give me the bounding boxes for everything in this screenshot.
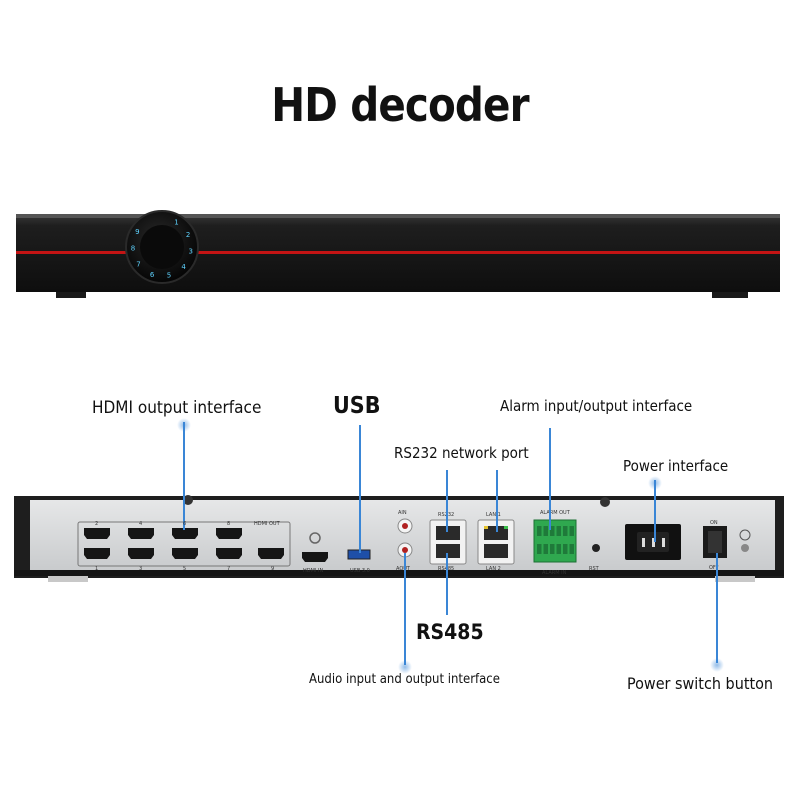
callout-hdmi-output: HDMI output interface [92, 398, 262, 418]
page-title: HD decoder [271, 78, 529, 132]
knob-number: 1 [174, 218, 178, 226]
hdmi-output-port[interactable] [172, 528, 198, 539]
knob-number: 7 [136, 261, 140, 269]
alarm-pin[interactable] [537, 526, 542, 536]
alarm-pin[interactable] [543, 544, 549, 554]
label-ain: AIN [398, 510, 407, 516]
hdmi-port-number: 4 [139, 521, 143, 527]
screw-mid [600, 497, 610, 507]
callout-power-switch: Power switch button [627, 674, 774, 693]
label-hdmi-out: HDMI OUT [254, 521, 280, 527]
alarm-pin[interactable] [569, 526, 575, 536]
knob-number: 9 [135, 228, 139, 236]
alarm-pin[interactable] [563, 544, 568, 554]
rear-foot-right [715, 576, 755, 582]
hdmi-output-port[interactable] [258, 548, 284, 559]
reset-button [592, 544, 600, 552]
leader-dot-power [648, 476, 662, 490]
alarm-pin[interactable] [556, 544, 562, 554]
hdmi-port-number: 5 [183, 566, 187, 572]
leader-hdmi [183, 422, 185, 530]
hdmi-output-ports [84, 528, 284, 559]
leader-power [654, 480, 656, 542]
hdmi-output-port[interactable] [84, 528, 110, 539]
leader-audio [404, 553, 406, 665]
hdmi-port-number: 2 [95, 521, 99, 527]
hdmi-in-port [302, 552, 328, 562]
front-top-edge [16, 214, 780, 218]
alarm-pin[interactable] [543, 526, 549, 536]
callout-rs485: RS485 [416, 620, 484, 644]
alarm-pin[interactable] [550, 544, 555, 554]
leader-lan [496, 470, 498, 532]
alarm-pin[interactable] [569, 544, 575, 554]
leader-dot-audio [398, 660, 412, 674]
leader-rs485 [446, 553, 448, 615]
knob-number: 3 [188, 248, 192, 256]
label-lan2: LAN 2 [486, 566, 501, 572]
front-foot-right [712, 292, 748, 298]
leader-dot-switch [710, 658, 724, 672]
callout-alarm: Alarm input/output interface [500, 397, 693, 415]
leader-usb [359, 425, 361, 553]
rear-foot-left [48, 576, 88, 582]
alarm-pin[interactable] [556, 526, 562, 536]
label-aout: AOUT [396, 566, 410, 572]
alarm-pin[interactable] [537, 544, 542, 554]
lan1-port [484, 526, 508, 540]
label-on: ON [710, 520, 718, 526]
knob-number: 2 [186, 231, 190, 239]
callout-audio: Audio input and output interface [309, 672, 500, 687]
front-red-stripe [16, 251, 780, 254]
hdmi-output-port[interactable] [216, 528, 242, 539]
knob-number: 4 [181, 263, 186, 271]
label-hdmi-in: HDMI IN [303, 568, 324, 574]
hdmi-port-number: 8 [227, 521, 231, 527]
front-foot-left [56, 292, 86, 298]
label-alarm-out: ALARM OUT [540, 510, 570, 516]
lan2-port [484, 544, 508, 558]
callout-power-interface: Power interface [623, 457, 729, 475]
label-alarm-in: ALARM IN [542, 570, 567, 576]
rear-view-device [14, 495, 784, 582]
hdmi-port-number: 1 [95, 566, 99, 572]
hdmi-port-number: 9 [271, 566, 275, 572]
hdmi-output-port[interactable] [84, 548, 110, 559]
ground-terminal [739, 529, 751, 541]
label-lan1: LAN 1 [486, 512, 501, 518]
hdmi-output-port[interactable] [128, 528, 154, 539]
callout-rs232: RS232 network port [394, 444, 529, 462]
label-rst: RST [589, 566, 599, 572]
leader-dot-hdmi [177, 418, 191, 432]
alarm-pin[interactable] [563, 526, 568, 536]
leader-rs232 [446, 470, 448, 532]
label-usb: USB 3.0 [350, 568, 370, 574]
leader-power-switch [716, 553, 718, 663]
hdmi-output-port[interactable] [128, 548, 154, 559]
alarm-pin[interactable] [550, 526, 555, 536]
callout-usb: USB [333, 393, 381, 419]
hdmi-output-port[interactable] [172, 548, 198, 559]
screw-left [183, 495, 193, 505]
knob-number: 6 [150, 271, 155, 279]
label-off: OFF [709, 565, 719, 571]
knob-number: 8 [131, 245, 135, 253]
leader-alarm [549, 428, 551, 530]
knob-number: 5 [167, 272, 171, 280]
hdmi-output-port[interactable] [216, 548, 242, 559]
hdmi-port-number: 7 [227, 566, 231, 572]
hdmi-port-number: 6 [183, 521, 187, 527]
hdmi-port-number: 3 [139, 566, 143, 572]
